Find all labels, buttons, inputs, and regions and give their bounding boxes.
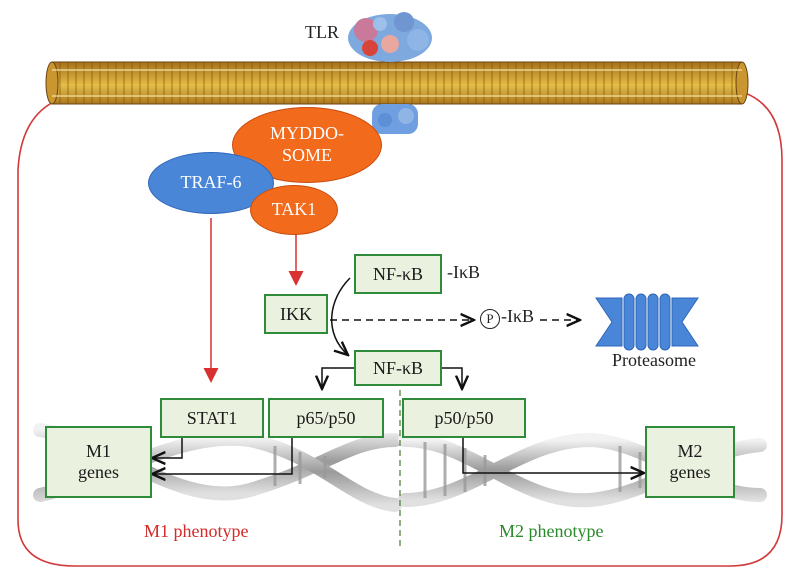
arrow-nfkb-to-p65 — [322, 367, 355, 389]
proteasome-label: Proteasome — [612, 350, 696, 370]
p65p50-box: p65/p50 — [268, 398, 384, 438]
myddosome-line2: SOME — [281, 145, 332, 165]
arrow-p50-to-m2 — [462, 437, 644, 473]
arrow-stat1-to-m1 — [152, 437, 183, 458]
myddosome-line1: MYDDO- — [270, 123, 344, 144]
p50p50-box: p50/p50 — [402, 398, 526, 438]
traf6-label: TRAF-6 — [180, 172, 242, 193]
phospho-symbol: P — [480, 309, 500, 329]
m2-genes-line1: M2 — [677, 441, 703, 462]
ikb-label: -IκB — [447, 262, 481, 282]
tlr-label: TLR — [305, 22, 339, 42]
m2-genes-line2: genes — [669, 462, 711, 482]
m1-genes-line1: M1 — [85, 441, 111, 462]
tak1-label: TAK1 — [271, 199, 317, 220]
m2-phenotype-label: M2 phenotype — [499, 521, 604, 541]
ikk-box: IKK — [264, 294, 328, 334]
tlr-protein-icon — [348, 12, 432, 134]
nfkb-free-box: NF-κB — [354, 350, 442, 386]
cell-membrane — [45, 61, 749, 105]
cell-outline — [17, 87, 783, 567]
phospho-ikb-label: -IκB — [501, 306, 535, 326]
m1-genes-line2: genes — [78, 462, 119, 482]
phospho-letter: P — [486, 311, 494, 326]
nfkb-ikb-box: NF-κB — [354, 254, 442, 294]
stat1-box: STAT1 — [160, 398, 264, 438]
m1-phenotype-label: M1 phenotype — [144, 521, 249, 541]
arrow-nfkb-to-p50 — [442, 367, 462, 389]
proteasome-icon — [595, 293, 699, 351]
arrow-p65-to-m1 — [152, 437, 293, 474]
arrow-ikk-release — [331, 277, 351, 355]
tak1-oval: TAK1 — [250, 185, 338, 235]
